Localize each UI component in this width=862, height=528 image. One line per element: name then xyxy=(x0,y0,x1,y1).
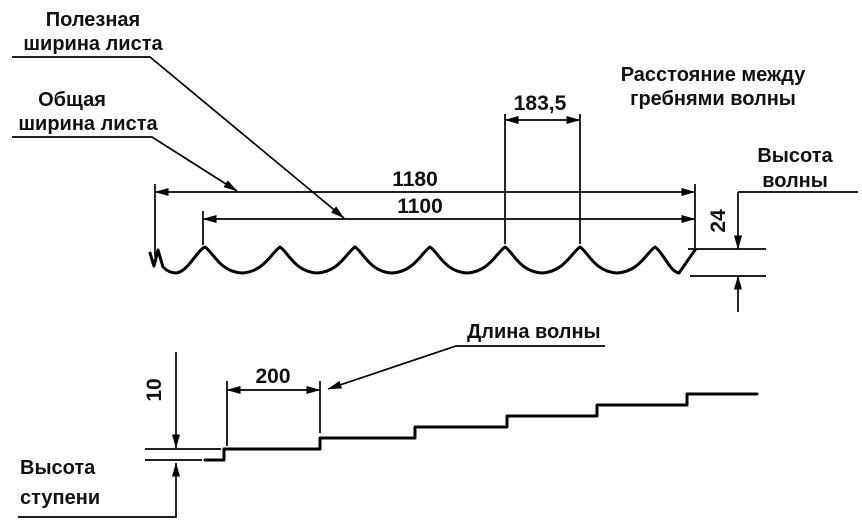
top-profile-view: Полезная ширина листа Общая ширина листа… xyxy=(12,9,858,312)
useful-width-leader-line xyxy=(12,56,345,219)
wave-height-label-line1: Высота xyxy=(757,145,833,167)
bottom-step-view: Длина волны 200 10 Высота ступени xyxy=(18,321,759,518)
overall-width-value: 1180 xyxy=(392,168,438,191)
overall-width-label-line1: Общая xyxy=(38,89,106,111)
wave-height-value: 24 xyxy=(707,209,730,233)
wave-length-value: 200 xyxy=(255,365,290,388)
useful-width-value: 1100 xyxy=(397,195,443,218)
step-height-label-line1: Высота xyxy=(20,457,96,479)
crest-distance-label-line1: Расстояние между xyxy=(621,64,806,86)
step-height-value: 10 xyxy=(143,378,166,401)
overall-width-leader-line xyxy=(12,136,238,192)
useful-width-label-line2: ширина листа xyxy=(23,33,163,55)
step-height-label-line2: ступени xyxy=(20,487,100,509)
step-profile-path xyxy=(203,392,759,462)
overall-width-label-line2: ширина листа xyxy=(18,113,158,135)
wave-length-label: Длина волны xyxy=(467,321,601,343)
wave-length-leader-line xyxy=(327,345,605,390)
step-height-leader-line xyxy=(18,462,180,518)
useful-width-label-line1: Полезная xyxy=(46,9,140,31)
crest-distance-value: 183,5 xyxy=(514,92,567,115)
wave-height-label-line2: волны xyxy=(762,170,828,192)
crest-distance-label-line2: гребнями волны xyxy=(630,88,796,110)
wave-profile-path xyxy=(148,245,697,275)
